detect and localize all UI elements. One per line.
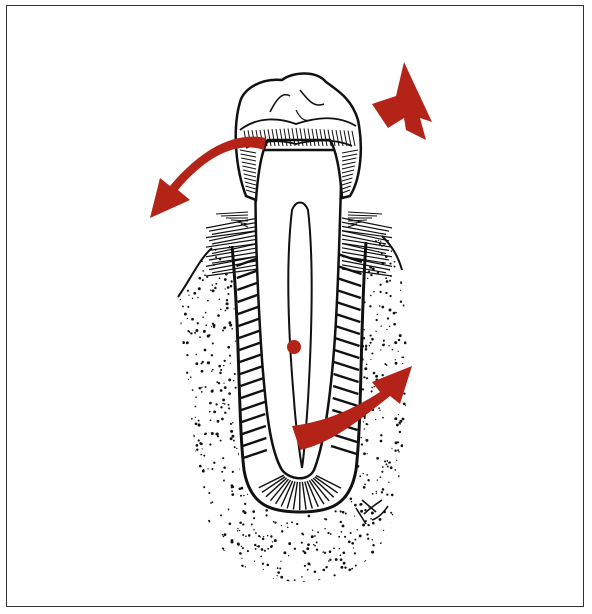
- arrow-crown-push: [372, 62, 432, 140]
- center-of-resistance-dot: [287, 340, 301, 354]
